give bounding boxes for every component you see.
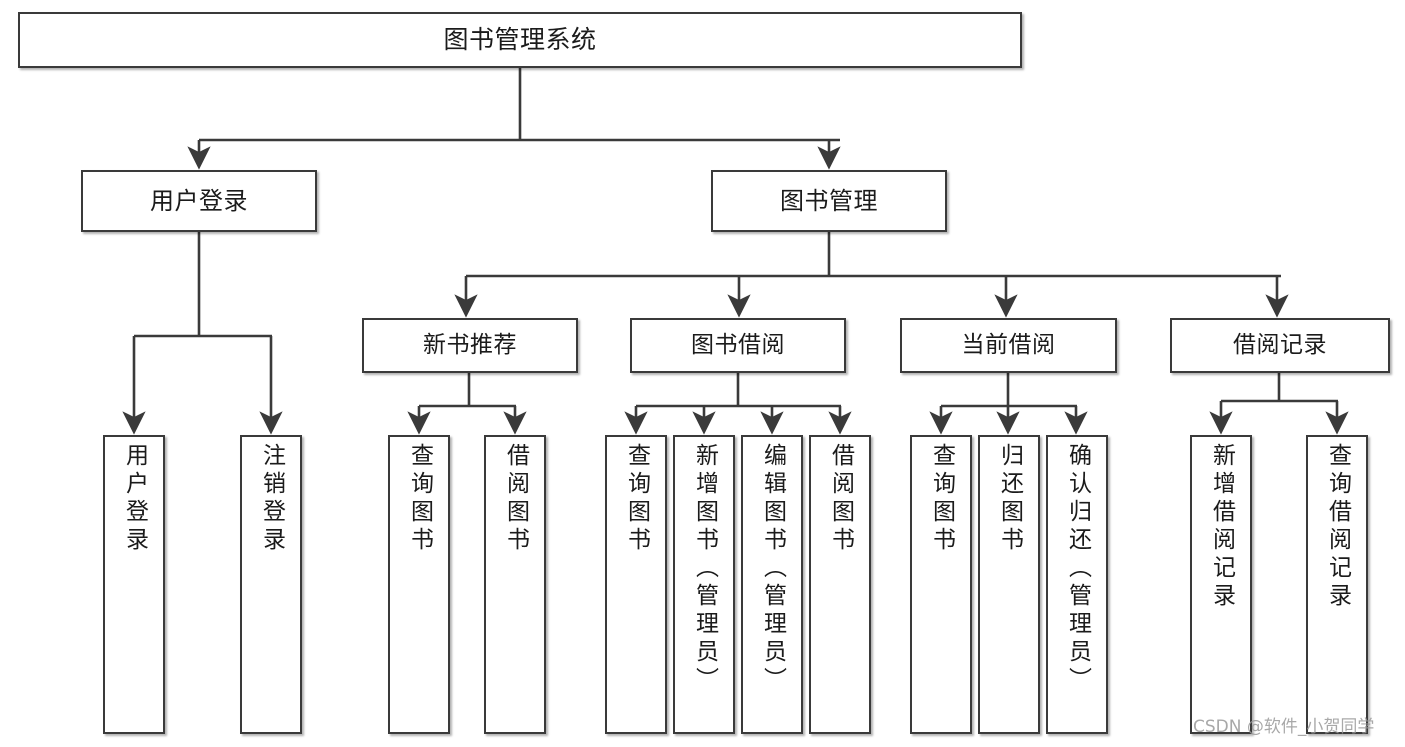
- node-current-borrow[interactable]: 当前借阅: [900, 318, 1117, 373]
- node-label: 注销登录: [258, 443, 285, 555]
- leaf-borrow-book-recommendation[interactable]: 借阅图书: [484, 435, 546, 734]
- leaf-add-book[interactable]: 新增图书（管理员）: [673, 435, 735, 734]
- node-book-management[interactable]: 图书管理: [711, 170, 947, 232]
- node-label: 用户登录: [150, 186, 248, 215]
- node-label: 查询图书: [928, 443, 955, 555]
- node-label: 图书借阅: [691, 331, 785, 358]
- node-label: 新书推荐: [423, 331, 517, 358]
- leaf-logout[interactable]: 注销登录: [240, 435, 302, 734]
- node-label: 借阅图书: [827, 443, 854, 555]
- node-label: 图书管理: [780, 186, 878, 215]
- node-label: 查询图书: [623, 443, 650, 555]
- node-user-login[interactable]: 用户登录: [81, 170, 317, 232]
- node-label: 当前借阅: [961, 331, 1056, 358]
- node-new-book-recommendation[interactable]: 新书推荐: [362, 318, 578, 373]
- leaf-query-borrow-record[interactable]: 查询借阅记录: [1306, 435, 1368, 734]
- node-label: 新增图书（管理员）: [691, 443, 718, 695]
- node-label: 借阅记录: [1233, 331, 1327, 358]
- leaf-return-book[interactable]: 归还图书: [978, 435, 1040, 734]
- leaf-user-login[interactable]: 用户登录: [103, 435, 165, 734]
- csdn-watermark: CSDN @软件_小贺同学: [1193, 717, 1375, 737]
- node-root[interactable]: 图书管理系统: [18, 12, 1022, 68]
- node-label: 用户登录: [121, 443, 148, 555]
- node-label: 归还图书: [996, 443, 1023, 555]
- leaf-query-book-current[interactable]: 查询图书: [910, 435, 972, 734]
- node-label: 确认归还（管理员）: [1064, 443, 1091, 695]
- leaf-edit-book[interactable]: 编辑图书（管理员）: [741, 435, 803, 734]
- leaf-confirm-return[interactable]: 确认归还（管理员）: [1046, 435, 1108, 734]
- leaf-query-book-recommendation[interactable]: 查询图书: [388, 435, 450, 734]
- leaf-query-book-borrow[interactable]: 查询图书: [605, 435, 667, 734]
- leaf-add-borrow-record[interactable]: 新增借阅记录: [1190, 435, 1252, 734]
- node-label: 新增借阅记录: [1208, 443, 1235, 611]
- node-label: 图书管理系统: [443, 25, 597, 55]
- node-label: 查询图书: [406, 443, 433, 555]
- node-label: 查询借阅记录: [1324, 443, 1351, 611]
- leaf-borrow-book[interactable]: 借阅图书: [809, 435, 871, 734]
- node-book-borrow[interactable]: 图书借阅: [630, 318, 846, 373]
- node-borrow-record[interactable]: 借阅记录: [1170, 318, 1390, 373]
- node-label: 编辑图书（管理员）: [759, 443, 786, 695]
- node-label: 借阅图书: [502, 443, 529, 555]
